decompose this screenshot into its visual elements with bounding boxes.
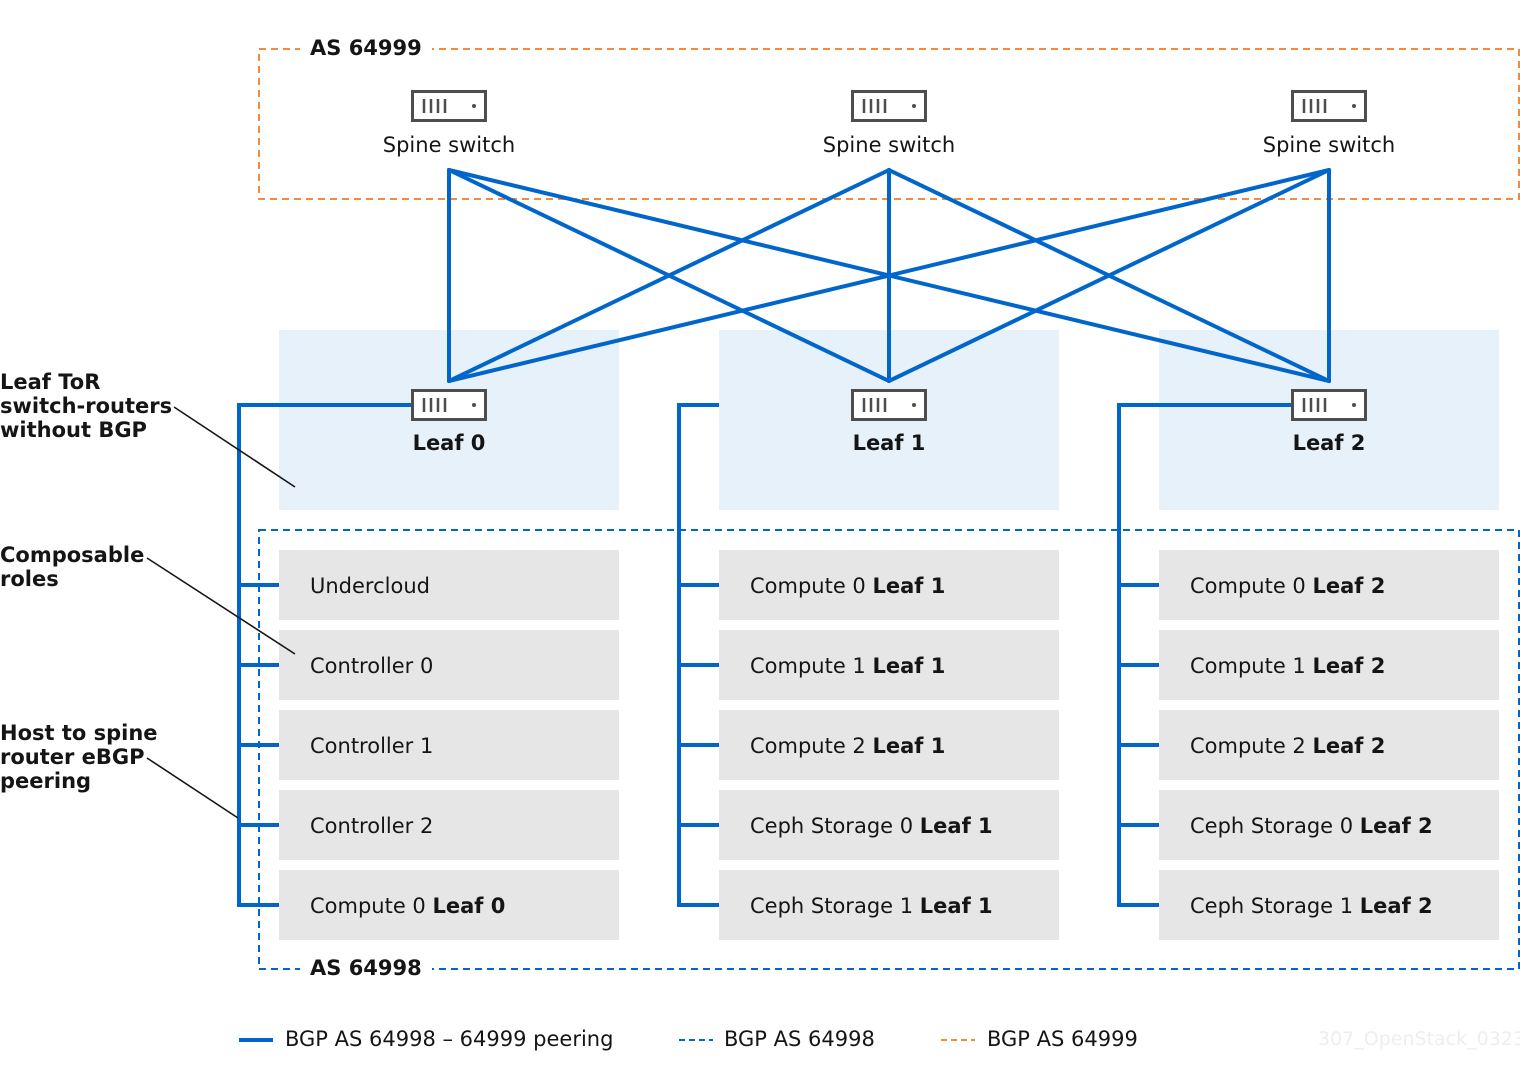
- role-leaf: Leaf 1: [872, 734, 946, 758]
- role-node-label: Ceph Storage 0 Leaf 2: [1190, 790, 1433, 862]
- callout-pointer-leaf-tor: [173, 406, 296, 488]
- legend-peering-label: BGP AS 64998 – 64999 peering: [285, 1027, 614, 1051]
- role-name: Compute 2: [750, 734, 873, 758]
- role-node: Compute 0 Leaf 0: [279, 870, 619, 940]
- role-name: Ceph Storage 1: [1190, 894, 1360, 918]
- leaf-0-label: Leaf 0: [412, 431, 486, 455]
- spine-switch-icon: [411, 90, 487, 122]
- role-leaf: Leaf 1: [872, 574, 946, 598]
- role-node-label: Controller 1: [310, 710, 433, 782]
- role-leaf: Leaf 1: [919, 814, 993, 838]
- role-node-label: Compute 0 Leaf 0: [310, 870, 505, 942]
- role-node-label: Undercloud: [310, 550, 430, 622]
- role-node-label: Compute 0 Leaf 2: [1190, 550, 1385, 622]
- watermark: 307_OpenStack_0323: [1318, 1028, 1520, 1050]
- role-node: Ceph Storage 0 Leaf 2: [1159, 790, 1499, 860]
- spine-switch-label: Spine switch: [382, 133, 516, 157]
- spine-switch-label: Spine switch: [822, 133, 956, 157]
- leaf2-bus: [1117, 403, 1292, 907]
- role-node-label: Compute 2 Leaf 1: [750, 710, 945, 782]
- callout-pointer-composable: [146, 557, 296, 655]
- role-name: Ceph Storage 1: [750, 894, 920, 918]
- as-64999-label: AS 64999: [300, 36, 432, 60]
- callout-pointer-ebgp: [146, 757, 239, 819]
- role-name: Controller 2: [310, 814, 434, 838]
- role-leaf: Leaf 2: [1312, 734, 1386, 758]
- role-name: Ceph Storage 0: [1190, 814, 1360, 838]
- role-node-label: Compute 1 Leaf 2: [1190, 630, 1385, 702]
- role-node-label: Controller 2: [310, 790, 433, 862]
- legend-as64999-label: BGP AS 64999: [987, 1027, 1138, 1051]
- leaf1-bus: [677, 403, 719, 907]
- role-name: Compute 0: [750, 574, 873, 598]
- role-leaf: Leaf 1: [919, 894, 993, 918]
- role-leaf: Leaf 1: [872, 654, 946, 678]
- role-leaf: Leaf 2: [1312, 654, 1386, 678]
- callout-ebgp-peering: Host to spine router eBGP peering: [0, 721, 158, 793]
- leaf-switch-icon: [411, 389, 487, 421]
- role-node: Controller 1: [279, 710, 619, 780]
- leaf-1-label: Leaf 1: [852, 431, 926, 455]
- as-64998-label: AS 64998: [300, 956, 432, 980]
- role-name: Controller 0: [310, 654, 434, 678]
- role-node: Controller 0: [279, 630, 619, 700]
- role-node: Compute 1 Leaf 1: [719, 630, 1059, 700]
- role-node-label: Compute 0 Leaf 1: [750, 550, 945, 622]
- role-name: Ceph Storage 0: [750, 814, 920, 838]
- role-node: Compute 0 Leaf 2: [1159, 550, 1499, 620]
- role-node: Ceph Storage 0 Leaf 1: [719, 790, 1059, 860]
- role-name: Controller 1: [310, 734, 434, 758]
- leaf-switch-icon: [1291, 389, 1367, 421]
- spine-switch-label: Spine switch: [1262, 133, 1396, 157]
- role-node-label: Ceph Storage 0 Leaf 1: [750, 790, 993, 862]
- role-leaf: Leaf 2: [1359, 814, 1433, 838]
- spine2-leaf0-link: [447, 168, 1331, 383]
- as-64998-boundary: [258, 529, 1520, 970]
- leaf-switch-icon: [851, 389, 927, 421]
- role-node: Compute 2 Leaf 2: [1159, 710, 1499, 780]
- role-leaf: Leaf 2: [1312, 574, 1386, 598]
- role-name: Compute 1: [1190, 654, 1313, 678]
- role-node-label: Ceph Storage 1 Leaf 1: [750, 870, 993, 942]
- role-node: Compute 0 Leaf 1: [719, 550, 1059, 620]
- role-node-label: Controller 0: [310, 630, 433, 702]
- role-node-label: Ceph Storage 1 Leaf 2: [1190, 870, 1433, 942]
- role-node: Undercloud: [279, 550, 619, 620]
- role-node-label: Compute 2 Leaf 2: [1190, 710, 1385, 782]
- role-name: Compute 0: [1190, 574, 1313, 598]
- role-node: Controller 2: [279, 790, 619, 860]
- role-name: Compute 1: [750, 654, 873, 678]
- role-name: Compute 0: [310, 894, 433, 918]
- callout-composable-roles: Composable roles: [0, 543, 145, 591]
- role-name: Undercloud: [310, 574, 430, 598]
- role-leaf: Leaf 2: [1359, 894, 1433, 918]
- spine-switch-icon: [851, 90, 927, 122]
- callout-leaf-tor: Leaf ToR switch-routers without BGP: [0, 370, 173, 442]
- role-name: Compute 2: [1190, 734, 1313, 758]
- role-node: Ceph Storage 1 Leaf 2: [1159, 870, 1499, 940]
- spine-switch-icon: [1291, 90, 1367, 122]
- leaf-host-buses: [237, 403, 1292, 907]
- role-node: Compute 2 Leaf 1: [719, 710, 1059, 780]
- role-node: Compute 1 Leaf 2: [1159, 630, 1499, 700]
- role-node: Ceph Storage 1 Leaf 1: [719, 870, 1059, 940]
- spine2-leaf1-link: [887, 168, 1331, 383]
- spine-leaf-mesh: [447, 168, 1331, 383]
- callout-pointers: [146, 406, 296, 819]
- leaf-2-label: Leaf 2: [1292, 431, 1366, 455]
- spine1-leaf0-link: [447, 168, 891, 383]
- role-leaf: Leaf 0: [432, 894, 506, 918]
- legend-as64998-label: BGP AS 64998: [724, 1027, 875, 1051]
- leaf0-bus: [237, 403, 412, 907]
- role-node-label: Compute 1 Leaf 1: [750, 630, 945, 702]
